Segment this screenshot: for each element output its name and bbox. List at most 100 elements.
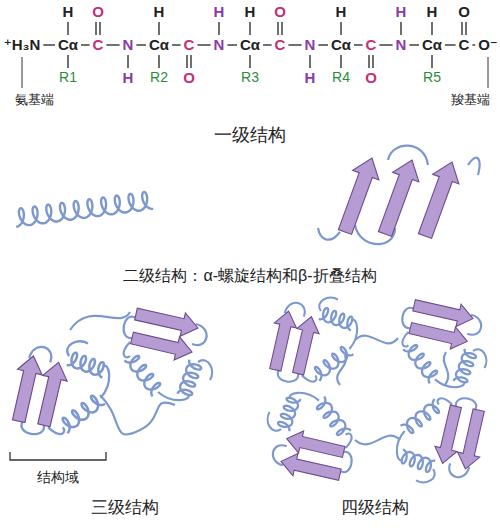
- beta-strand: [413, 300, 473, 327]
- bond-line: [431, 55, 432, 68]
- bond-line: [106, 44, 119, 45]
- beta-strand: [281, 454, 341, 481]
- bond-line: [218, 22, 219, 35]
- bond-line: [288, 44, 301, 45]
- bond-line: [43, 44, 55, 45]
- bond-line: [409, 44, 419, 45]
- bond-line: [281, 22, 282, 35]
- bond-line: [197, 44, 210, 45]
- bond-line: [445, 44, 456, 45]
- beta-strand: [378, 160, 419, 236]
- coil-loop: [100, 395, 175, 435]
- coil-loop: [346, 434, 352, 449]
- beta-strand: [270, 311, 297, 371]
- subunit: [397, 398, 484, 482]
- panel-caption: 二级结构：α-螺旋结构和β-折叠结构: [123, 267, 376, 285]
- bond-line: [465, 22, 466, 35]
- atom: C: [366, 37, 377, 54]
- alpha-helix: [319, 308, 353, 331]
- coil-loop: [402, 332, 408, 347]
- side-chain: R1: [59, 70, 77, 85]
- atom: H: [123, 70, 134, 87]
- atom: N: [305, 37, 316, 54]
- coil-loop: [438, 398, 453, 404]
- atom: C: [459, 37, 470, 54]
- bond-line: [340, 55, 341, 68]
- subunit: [124, 308, 212, 400]
- atom: O: [458, 4, 470, 21]
- subunit: [268, 393, 352, 480]
- side-chain: R2: [150, 70, 168, 85]
- side-chain: R4: [332, 70, 350, 85]
- panel-caption: 一级结构: [214, 126, 286, 146]
- bond-line: [354, 44, 363, 45]
- beta-strand: [458, 409, 485, 469]
- bond-line: [309, 55, 310, 68]
- bond-line: [431, 22, 432, 35]
- alpha-helix: [16, 192, 153, 227]
- atom: N: [214, 37, 225, 54]
- atom: H: [154, 4, 165, 21]
- subunit: [270, 298, 357, 382]
- coil-loop: [70, 312, 130, 330]
- beta-strand: [135, 308, 198, 336]
- alpha-helix: [177, 360, 201, 395]
- panel-caption: 三级结构: [91, 499, 159, 518]
- alpha-helix: [67, 353, 104, 378]
- alpha-helix: [125, 356, 161, 396]
- atom: H: [427, 4, 438, 21]
- atom: O: [274, 4, 286, 21]
- bond-line: [340, 22, 341, 35]
- atom: H: [63, 4, 74, 21]
- atom: H: [214, 4, 225, 21]
- terminus-label: 羧基端: [451, 93, 490, 107]
- atom: H: [336, 4, 347, 21]
- bond-line: [368, 55, 369, 68]
- atom: C: [275, 37, 286, 54]
- beta-strand: [338, 158, 379, 234]
- bond-line: [472, 44, 475, 45]
- subunit: [402, 300, 486, 387]
- bond-line: [99, 22, 100, 35]
- bond-line: [67, 22, 68, 35]
- panel-caption: 四级结构: [341, 499, 409, 518]
- atom: ⁺H₃N: [4, 37, 41, 54]
- alpha-helix: [453, 349, 476, 383]
- coil-loop: [355, 336, 398, 344]
- bond-line: [172, 44, 181, 45]
- bond-line: [400, 22, 401, 35]
- side-chain: R3: [241, 70, 259, 85]
- alpha-helix: [403, 345, 437, 383]
- bond-line: [372, 55, 373, 68]
- bond-line: [318, 44, 328, 45]
- bond-line: [136, 44, 146, 45]
- beta-strand: [418, 162, 459, 238]
- coil-loop: [48, 427, 64, 434]
- alpha-helix: [317, 397, 351, 435]
- atom: H: [396, 4, 407, 21]
- bond-line: [227, 44, 237, 45]
- atom: Cα: [422, 37, 442, 54]
- beta-strand: [13, 356, 43, 422]
- atom: N: [123, 37, 134, 54]
- atom: C: [93, 37, 104, 54]
- alpha-helix: [63, 396, 105, 433]
- bond-line: [186, 55, 187, 68]
- coil-loop: [124, 342, 130, 357]
- coil-loop: [337, 355, 346, 385]
- bond-line: [158, 22, 159, 35]
- alpha-helix: [401, 399, 439, 433]
- bond-line: [277, 22, 278, 35]
- atom: Cα: [331, 37, 351, 54]
- atom: O⁻: [478, 37, 498, 54]
- coil-loop: [468, 158, 480, 175]
- domain-label: 结构域: [37, 470, 79, 485]
- atom: Cα: [240, 37, 260, 54]
- terminus-label: 氨基端: [15, 93, 54, 107]
- bond-line: [67, 55, 68, 68]
- bond-line: [263, 44, 272, 45]
- bond-line: [81, 44, 90, 45]
- bond-line: [249, 55, 250, 68]
- atom: O: [365, 70, 377, 87]
